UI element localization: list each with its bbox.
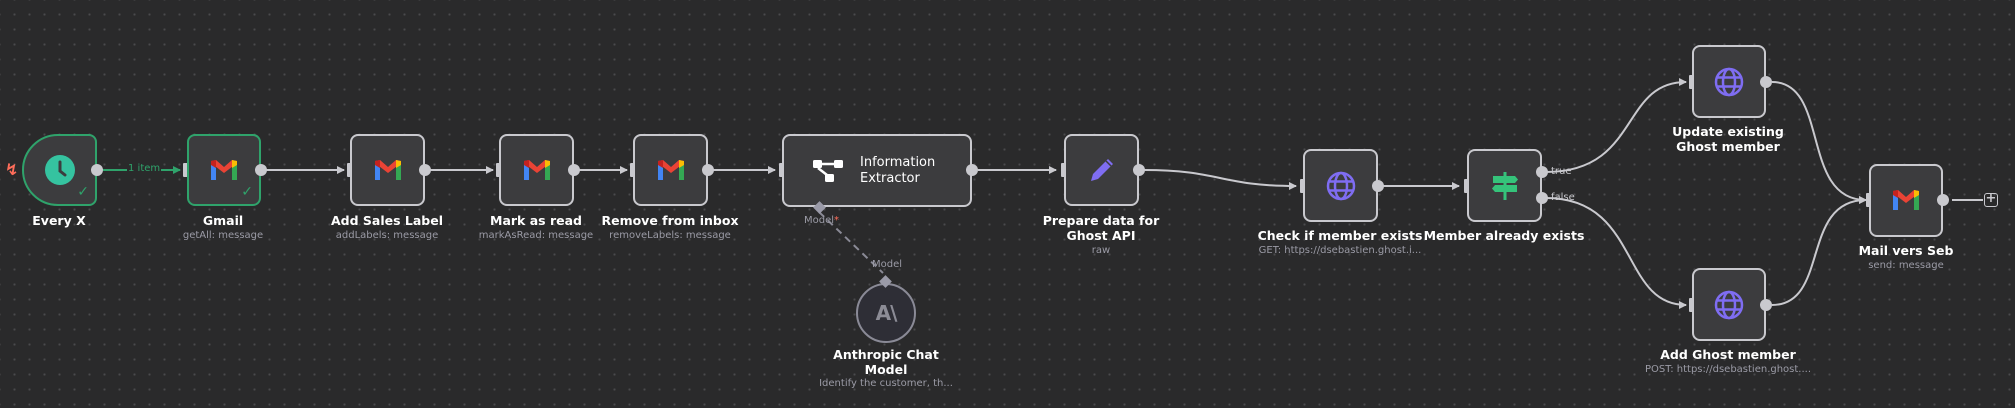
output-handle[interactable] [568, 164, 580, 176]
node-remove-from-inbox[interactable] [633, 134, 708, 206]
node-title: Mail vers Seb [1858, 243, 1954, 258]
globe-icon [1714, 67, 1744, 96]
clock-icon [44, 155, 75, 185]
trigger-bolt-icon: ↯ [5, 160, 19, 179]
node-title: Every X [32, 213, 86, 228]
output-handle[interactable] [1760, 76, 1772, 88]
node-subtitle: Identify the customer, th... [819, 378, 953, 389]
node-prepare-data[interactable] [1064, 134, 1139, 206]
gmail-icon [523, 159, 550, 180]
node-title-line1: Information [860, 154, 936, 170]
node-title: Add Ghost member [1660, 347, 1796, 362]
model-port-text: Model [804, 215, 835, 226]
node-title: Prepare data for Ghost API [1042, 213, 1160, 243]
node-gmail[interactable]: ✓ [187, 134, 261, 206]
edge-item-count: 1 item [127, 163, 162, 174]
node-anthropic-chat-model[interactable]: A\ [856, 283, 916, 343]
node-title: Member already exists [1423, 228, 1585, 243]
globe-icon [1326, 171, 1355, 200]
node-title: Update existing Ghost member [1672, 124, 1784, 154]
globe-icon [1714, 290, 1744, 319]
output-handle[interactable] [419, 164, 431, 176]
add-node-button[interactable]: + [1984, 191, 1998, 207]
anthropic-icon: A\ [875, 301, 898, 325]
output-handle[interactable] [966, 164, 978, 176]
node-title: Gmail [202, 213, 244, 228]
node-title: Add Sales Label [330, 213, 444, 228]
information-extractor-icon [813, 159, 843, 182]
node-information-extractor[interactable]: Information Extractor [782, 134, 972, 207]
output-handle[interactable] [1133, 164, 1145, 176]
node-subtitle: POST: https://dsebastien.ghost.... [1644, 364, 1812, 375]
edge-prepare-check [1143, 169, 1297, 190]
output-handle[interactable] [1760, 299, 1772, 311]
branch-label-false: false [1551, 192, 1575, 203]
branch-label-true: true [1551, 166, 1572, 177]
node-subtitle: GET: https://dsebastien.ghost.i... [1258, 245, 1422, 256]
node-mark-as-read[interactable] [499, 134, 574, 206]
node-subtitle: getAll: message [182, 230, 264, 241]
node-mail-vers-seb[interactable] [1869, 164, 1943, 237]
signpost-icon [1491, 171, 1518, 200]
output-handle-false[interactable] [1536, 192, 1548, 204]
node-title-line2: Extractor [860, 170, 920, 186]
input-handle[interactable] [183, 163, 189, 177]
model-port-label: Model* [804, 215, 839, 226]
success-check-icon: ✓ [77, 184, 89, 200]
node-subtitle: markAsRead: message [478, 230, 594, 241]
node-title: Information Extractor [860, 155, 935, 187]
node-subtitle: send: message [1868, 260, 1944, 271]
output-handle[interactable] [255, 164, 267, 176]
output-handle[interactable] [1372, 180, 1384, 192]
node-subtitle: addLabels: message [335, 230, 439, 241]
gmail-icon [374, 159, 401, 180]
node-every-x[interactable]: ✓ [22, 134, 97, 206]
node-title: Mark as read [490, 213, 582, 228]
node-subtitle: removeLabels: message [609, 230, 731, 241]
node-member-exists[interactable] [1467, 149, 1542, 222]
node-add-member[interactable] [1692, 268, 1766, 341]
success-check-icon: ✓ [241, 184, 253, 200]
gmail-icon [211, 159, 237, 180]
model-port-label: Model [872, 259, 903, 270]
node-title: Remove from inbox [601, 213, 739, 228]
node-title: Anthropic Chat Model [833, 347, 939, 377]
node-title: Check if member exists [1257, 228, 1423, 243]
node-add-sales-label[interactable] [350, 134, 425, 206]
pencil-icon [1090, 159, 1113, 181]
node-subtitle: raw [1091, 245, 1111, 256]
output-handle-true[interactable] [1536, 166, 1548, 178]
edge-false-add [1545, 197, 1687, 309]
node-update-member[interactable] [1692, 45, 1766, 118]
output-handle[interactable] [91, 164, 103, 176]
required-asterisk: * [834, 215, 840, 226]
gmail-icon [657, 159, 684, 180]
output-handle[interactable] [702, 164, 714, 176]
gmail-icon [1893, 190, 1919, 210]
node-check-member[interactable] [1303, 149, 1378, 222]
output-handle[interactable] [1937, 194, 1949, 206]
